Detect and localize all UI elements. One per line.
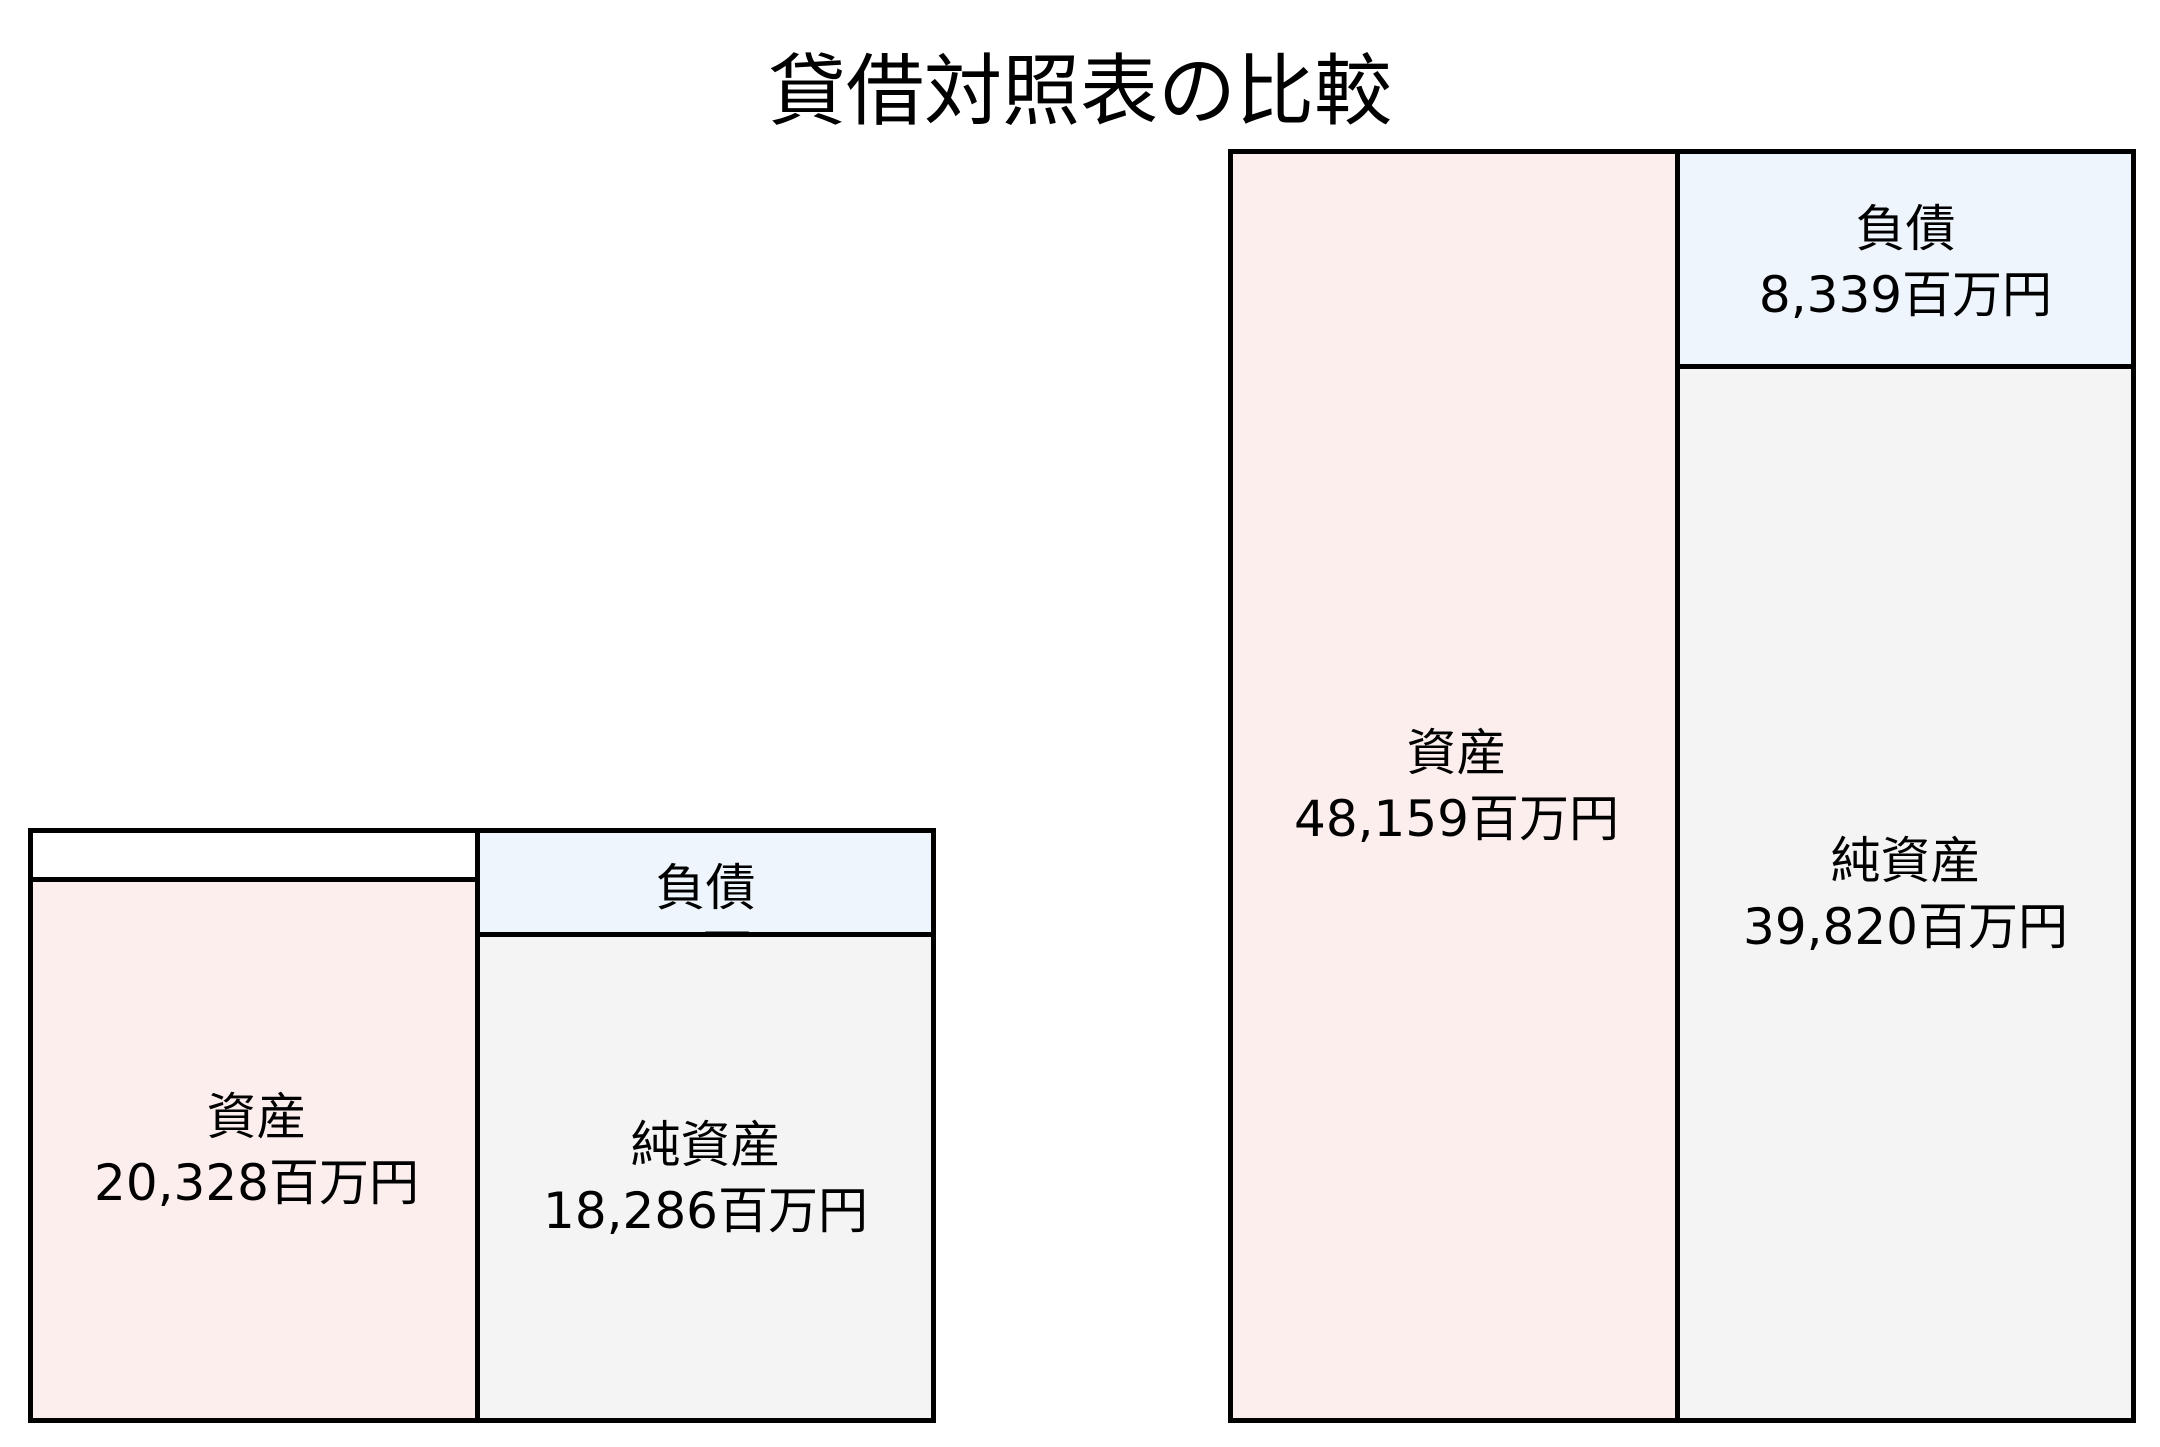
right-liabilities-value: 8,339百万円 <box>1758 265 2053 324</box>
left-assets-block: 資産 20,328百万円 <box>28 877 485 1423</box>
left-net-assets-value: 18,286百万円 <box>543 1181 868 1240</box>
right-assets-value: 48,159百万円 <box>1294 790 1619 848</box>
left-assets-label: 資産 <box>206 1088 307 1146</box>
left-net-assets-block: 純資産 18,286百万円 <box>475 932 936 1423</box>
right-liabilities-label: 負債 <box>1855 199 1956 258</box>
chart-title: 貸借対照表の比較 <box>767 47 1392 137</box>
right-liabilities-block: 負債 8,339百万円 <box>1675 149 2136 374</box>
right-net-assets-value: 39,820百万円 <box>1743 897 2068 956</box>
right-assets-block: 資産 48,159百万円 <box>1228 149 1685 1423</box>
left-liabilities-block: 負債 2,042百万円 <box>475 828 936 942</box>
left-net-assets-label: 純資産 <box>630 1115 781 1174</box>
left-liabilities-label: 負債 <box>655 859 756 917</box>
right-net-assets-block: 純資産 39,820百万円 <box>1675 364 2136 1423</box>
right-net-assets-label: 純資産 <box>1830 831 1981 890</box>
left-assets-value: 20,328百万円 <box>94 1154 419 1212</box>
right-assets-label: 資産 <box>1406 724 1507 782</box>
